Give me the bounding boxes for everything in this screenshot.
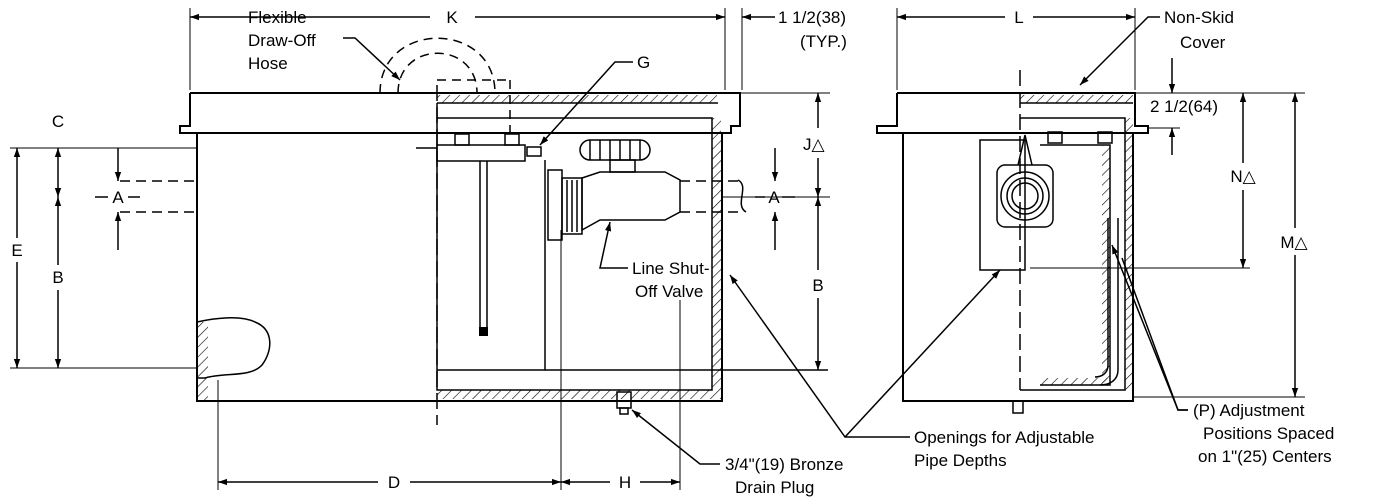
label-b-left: B — [52, 268, 63, 287]
label-hose-3: Hose — [248, 54, 288, 73]
label-b-right: B — [812, 276, 823, 295]
front-tank-body — [196, 132, 723, 402]
label-typ-2: (TYP.) — [800, 32, 847, 51]
label-openings-2: Pipe Depths — [914, 451, 1007, 470]
label-dim-64: 2 1/2(64) — [1150, 97, 1218, 116]
front-inner-chamber — [436, 103, 713, 391]
side-dimensions — [897, 13, 1299, 397]
label-e: E — [11, 241, 22, 260]
front-view — [10, 8, 830, 490]
label-adj-3: on 1"(25) Centers — [1198, 447, 1332, 466]
label-drain-1: 3/4"(19) Bronze — [725, 455, 844, 474]
label-cover-2: Cover — [1180, 33, 1226, 52]
label-typ-1: 1 1/2(38) — [778, 8, 846, 27]
label-openings-1: Openings for Adjustable — [914, 428, 1095, 447]
label-cover-1: Non-Skid — [1164, 8, 1234, 27]
label-j: J△ — [803, 135, 826, 154]
label-h: H — [619, 473, 631, 492]
side-leaders — [1079, 16, 1188, 411]
front-cover-frame — [190, 92, 741, 134]
line-shutoff-valve — [547, 139, 681, 241]
front-bracket — [436, 144, 526, 162]
label-d: D — [388, 473, 400, 492]
label-valve-1: Line Shut- — [632, 259, 710, 278]
label-m: M△ — [1280, 233, 1308, 252]
label-a-right: A — [768, 188, 780, 207]
label-drain-2: Drain Plug — [735, 478, 814, 497]
front-dimensions — [13, 13, 822, 486]
front-leaders — [343, 37, 1001, 465]
label-l: L — [1014, 8, 1023, 27]
side-view — [876, 8, 1305, 414]
label-n: N△ — [1230, 167, 1256, 186]
label-g: G — [637, 53, 650, 72]
label-adj-2: Positions Spaced — [1203, 424, 1334, 443]
side-pipe-fitting — [996, 164, 1054, 228]
label-hose-2: Draw-Off — [248, 31, 316, 50]
front-cutaway — [196, 317, 271, 379]
label-hose-1: Flexible — [248, 8, 307, 27]
label-valve-2: Off Valve — [635, 282, 703, 301]
front-drain-plug — [616, 391, 632, 415]
labels: K L 1 1/2(38) (TYP.) Non-Skid Cover Flex… — [11, 8, 1334, 497]
label-a-left: A — [112, 188, 124, 207]
label-k: K — [446, 8, 458, 27]
label-c: C — [52, 112, 64, 131]
label-adj-1: (P) Adjustment — [1193, 401, 1305, 420]
